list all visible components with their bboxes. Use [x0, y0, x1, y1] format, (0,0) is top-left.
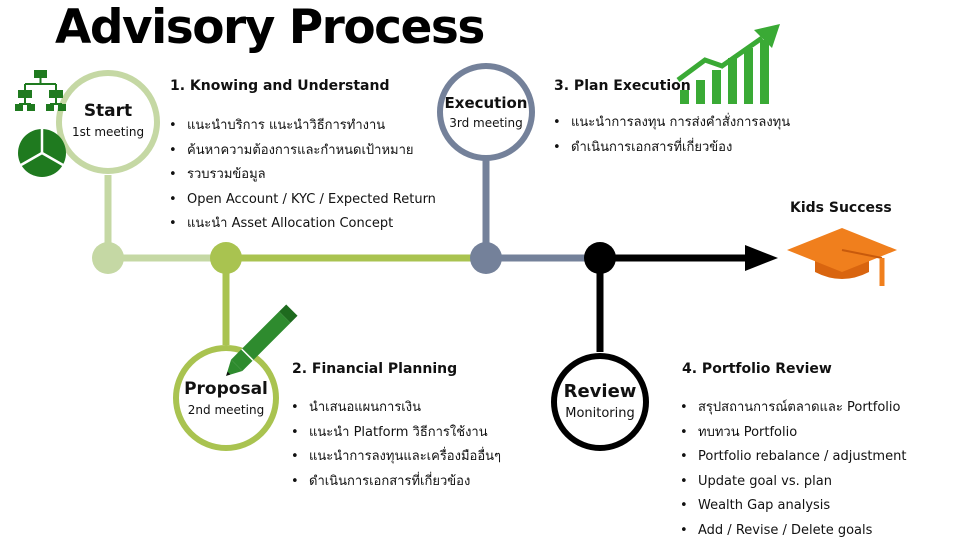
section-2-title: 2. Financial Planning — [292, 361, 457, 377]
list-item: Open Account / KYC / Expected Return — [165, 191, 436, 216]
stage-proposal-name: Proposal — [176, 379, 276, 399]
section-3-title: 3. Plan Execution — [554, 78, 691, 94]
stage-start-sub: 1st meeting — [59, 125, 157, 139]
list-item: สรุปสถานการณ์ตลาดและ Portfolio — [676, 399, 906, 424]
list-item: Portfolio rebalance / adjustment — [676, 448, 906, 473]
list-item: แนะนำ Platform วิธีการใช้งาน — [287, 424, 501, 449]
list-item: แนะนำ Asset Allocation Concept — [165, 215, 436, 240]
stage-review: Review Monitoring — [554, 381, 646, 421]
list-item: Add / Revise / Delete goals — [676, 522, 906, 546]
section-4-title: 4. Portfolio Review — [682, 361, 832, 377]
stage-execution: Execution 3rd meeting — [436, 94, 536, 130]
graduation-cap-icon — [787, 228, 897, 286]
timeline-arrowhead — [745, 245, 778, 271]
list-item: ค้นหาความต้องการและกำหนดเป้าหมาย — [165, 142, 436, 167]
list-item: Wealth Gap analysis — [676, 497, 906, 522]
section-1-title: 1. Knowing and Understand — [170, 78, 390, 94]
section-3-list: แนะนำการลงทุน การส่งคำสั่งการลงทุน ดำเนิ… — [549, 114, 790, 163]
list-item: แนะนำบริการ แนะนำวิธีการทำงาน — [165, 117, 436, 142]
goal-label: Kids Success — [790, 200, 892, 216]
stage-proposal-sub: 2nd meeting — [176, 403, 276, 417]
timeline-node-proposal — [210, 242, 242, 274]
timeline-node-execution — [470, 242, 502, 274]
list-item: ทบทวน Portfolio — [676, 424, 906, 449]
list-item: Update goal vs. plan — [676, 473, 906, 498]
list-item: รวบรวมข้อมูล — [165, 166, 436, 191]
stage-start: Start 1st meeting — [59, 101, 157, 139]
list-item: นำเสนอแผนการเงิน — [287, 399, 501, 424]
timeline-node-start — [92, 242, 124, 274]
list-item: ดำเนินการเอกสารที่เกี่ยวข้อง — [287, 473, 501, 498]
growth-chart-icon — [678, 24, 780, 104]
section-1-list: แนะนำบริการ แนะนำวิธีการทำงาน ค้นหาความต… — [165, 117, 436, 240]
stage-review-sub: Monitoring — [554, 406, 646, 421]
stage-start-name: Start — [59, 101, 157, 121]
list-item: ดำเนินการเอกสารที่เกี่ยวข้อง — [549, 139, 790, 164]
section-4-list: สรุปสถานการณ์ตลาดและ Portfolio ทบทวน Por… — [676, 399, 906, 546]
stage-execution-name: Execution — [436, 94, 536, 112]
list-item: แนะนำการลงทุน การส่งคำสั่งการลงทุน — [549, 114, 790, 139]
list-item: แนะนำการลงทุนและเครื่องมืออื่นๆ — [287, 448, 501, 473]
stage-review-name: Review — [554, 381, 646, 402]
stage-execution-sub: 3rd meeting — [436, 116, 536, 130]
section-2-list: นำเสนอแผนการเงิน แนะนำ Platform วิธีการใ… — [287, 399, 501, 497]
stage-proposal: Proposal 2nd meeting — [176, 379, 276, 417]
timeline-node-review — [584, 242, 616, 274]
